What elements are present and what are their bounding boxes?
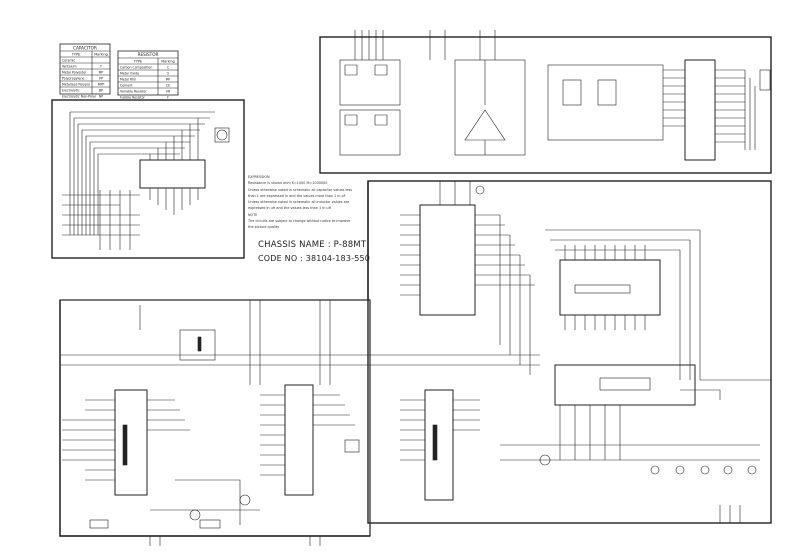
resistor-legend-header-marking: Marking <box>161 60 175 64</box>
notes-line-4: expressed in uH and the values less than… <box>248 206 332 211</box>
resistor-legend-marking-5: F <box>167 96 169 100</box>
resistor-legend-rows: Carbon Composition C Metal Oxide S Metal Fil… <box>120 66 171 100</box>
note-line-1: the picture quality <box>248 225 280 230</box>
lower-left-board-components <box>60 300 540 546</box>
capacitor-legend-type-2: Metal Polyester <box>62 71 87 75</box>
expression-notes: EXPRESSION Resistance is shown ohm K=100… <box>248 175 363 232</box>
remote-ic-panel-frame <box>51 99 245 259</box>
top-display-panel-frame <box>319 36 772 174</box>
resistor-legend-type-0: Carbon Composition <box>120 66 152 70</box>
resistor-legend-type-5: Fusible Resistor <box>120 96 146 100</box>
resistor-legend-marking-1: S <box>167 72 169 76</box>
capacitor-legend-header-marking: Marking <box>94 53 108 57</box>
notes-line-1: Unless otherwise noted in schematic all … <box>248 187 353 192</box>
control-board-components <box>400 181 771 523</box>
capacitor-legend-type-3: Polypropylene <box>62 77 85 81</box>
capacitor-legend-marking-4: MPP <box>98 83 105 87</box>
capacitor-legend-marking-2: MP <box>99 71 104 75</box>
resistor-legend-marking-0: C <box>167 66 170 70</box>
resistor-legend-title: RESISTOR <box>138 52 159 57</box>
notes-line-3: Unless otherwise noted in schematic all … <box>248 200 350 205</box>
resistor-legend-type-3: Cement <box>120 84 133 88</box>
code-number-label: CODE NO : 38104-183-550 <box>258 254 371 263</box>
capacitor-legend-table <box>59 43 111 95</box>
capacitor-legend-type-1: Tantalum <box>61 65 77 69</box>
capacitor-legend-marking-5: BP <box>99 89 103 93</box>
capacitor-legend-type-0: Ceramic <box>62 59 75 63</box>
capacitor-legend-header-type: TYPE <box>71 53 80 57</box>
resistor-legend-marking-3: CE <box>166 84 170 88</box>
note-heading: NOTE <box>248 212 258 217</box>
top-panel-components <box>339 30 771 161</box>
remote-panel-wiring <box>62 111 230 250</box>
resistor-legend-type-4: Variable Resistor <box>120 90 147 94</box>
capacitor-legend-type-4: Metalized Polypro <box>62 83 90 87</box>
resistor-legend-table <box>117 50 179 96</box>
capacitor-legend-type-5: Electrolytic <box>62 89 80 93</box>
resistor-legend-header-type: TYPE <box>133 60 142 64</box>
chassis-name-label: CHASSIS NAME : P-88MT <box>258 240 367 250</box>
capacitor-legend-marking-6: NP <box>99 95 103 99</box>
resistor-legend-type-2: Metal Film <box>120 78 136 82</box>
resistor-legend-marking-2: MF <box>166 78 171 82</box>
resistor-legend-type-1: Metal Oxide <box>120 72 139 76</box>
notes-line-2: than 1 are expressed in and the values m… <box>248 193 346 198</box>
note-line-0: The circuits are subject to change witho… <box>248 219 351 224</box>
control-board-frame <box>367 180 772 524</box>
resistor-legend-marking-4: VR <box>166 90 171 94</box>
capacitor-legend-type-6: Electrolytic Non-Polar <box>62 95 97 99</box>
notes-heading: EXPRESSION <box>248 175 270 179</box>
capacitor-legend-marking-1: T <box>99 65 102 69</box>
capacitor-legend-marking-3: PP <box>99 77 103 81</box>
notes-line-0: Resistance is shown ohm K=1000 M=1000000 <box>248 181 328 186</box>
capacitor-legend-title: CAPACITOR <box>73 46 97 51</box>
